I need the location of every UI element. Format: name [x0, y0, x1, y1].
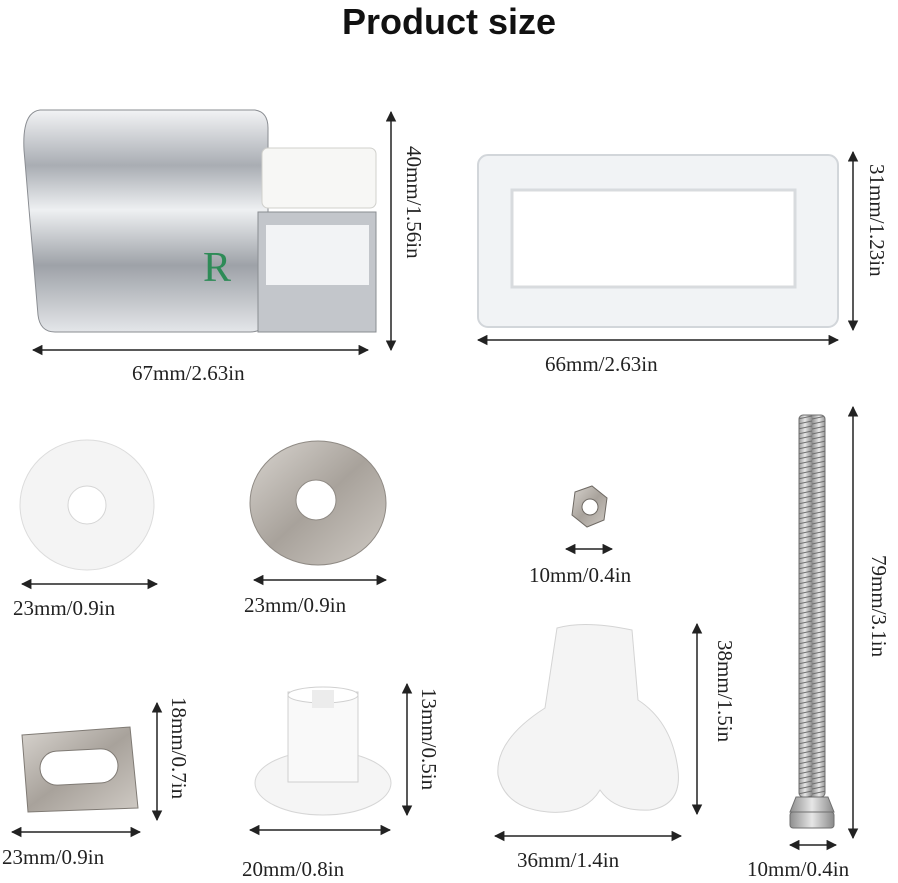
plate-height-label: 18mm/0.7in: [167, 697, 191, 800]
frame-width-label: 66mm/2.63in: [545, 352, 658, 376]
hex-nut: [571, 485, 608, 528]
white-bushing: [254, 686, 392, 816]
key-width-label: 36mm/1.4in: [517, 848, 620, 872]
white-key: [497, 623, 679, 813]
nut-label: 10mm/0.4in: [529, 563, 632, 587]
clear-frame: [477, 154, 839, 328]
dimension-arrows: [10, 110, 859, 851]
plate-width-label: 23mm/0.9in: [2, 845, 105, 869]
long-bolt: [789, 414, 835, 829]
bushing-width-label: 20mm/0.8in: [242, 857, 345, 881]
bolt-head-label: 10mm/0.4in: [747, 857, 850, 881]
steel-plate: [21, 726, 139, 813]
frame-height-label: 31mm/1.23in: [865, 164, 889, 277]
page-title: Product size: [341, 1, 557, 42]
hinge-height-label: 40mm/1.56in: [402, 146, 426, 259]
bushing-height-label: 13mm/0.5in: [417, 688, 441, 791]
nylon-washer: [19, 439, 155, 571]
nylon-washer-label: 23mm/0.9in: [13, 596, 116, 620]
brand-logo: R: [203, 245, 231, 291]
bolt-length-label: 79mm/3.1in: [867, 555, 891, 658]
steel-washer: [249, 440, 387, 566]
key-height-label: 38mm/1.5in: [713, 640, 737, 743]
chrome-hinge: [23, 109, 377, 333]
hinge-width-label: 67mm/2.63in: [132, 361, 245, 385]
steel-washer-label: 23mm/0.9in: [244, 593, 347, 617]
